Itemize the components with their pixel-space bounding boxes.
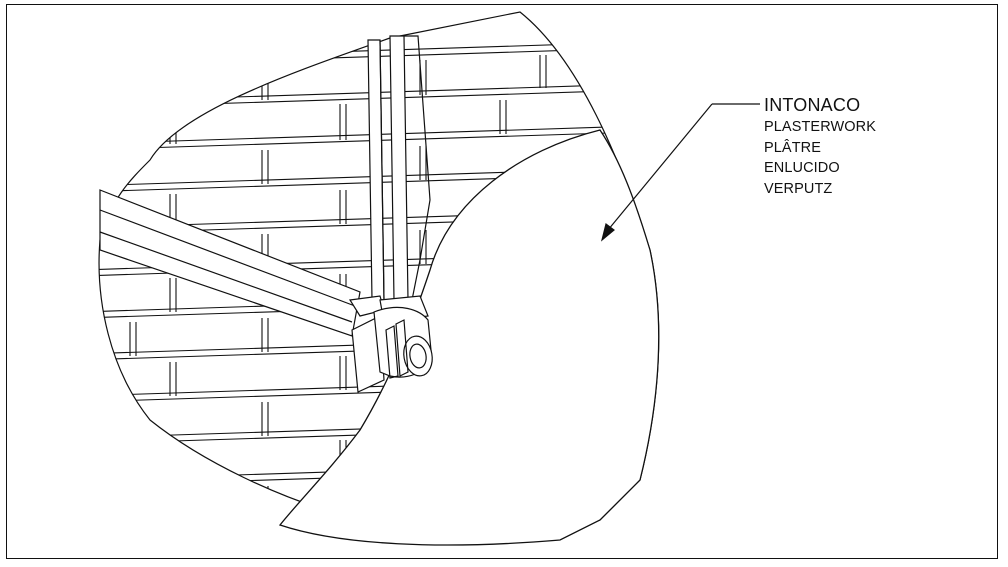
vertical-pipe	[367, 35, 431, 301]
plaster-surface	[278, 129, 660, 546]
callout-translation-fr: PLÂTRE	[764, 139, 822, 156]
material-callout: INTONACO PLASTERWORK PLÂTRE ENLUCIDO VER…	[764, 96, 876, 202]
drawing-frame	[6, 4, 998, 559]
leader-arrow-icon	[600, 103, 760, 242]
valve-fitting	[348, 295, 433, 393]
callout-main-label: INTONACO	[764, 95, 861, 115]
callout-translation-de: VERPUTZ	[764, 180, 833, 197]
diagonal-pipe	[99, 189, 361, 337]
callout-translation-en: PLASTERWORK	[764, 119, 877, 135]
callout-translation-es: ENLUCIDO	[764, 160, 840, 176]
